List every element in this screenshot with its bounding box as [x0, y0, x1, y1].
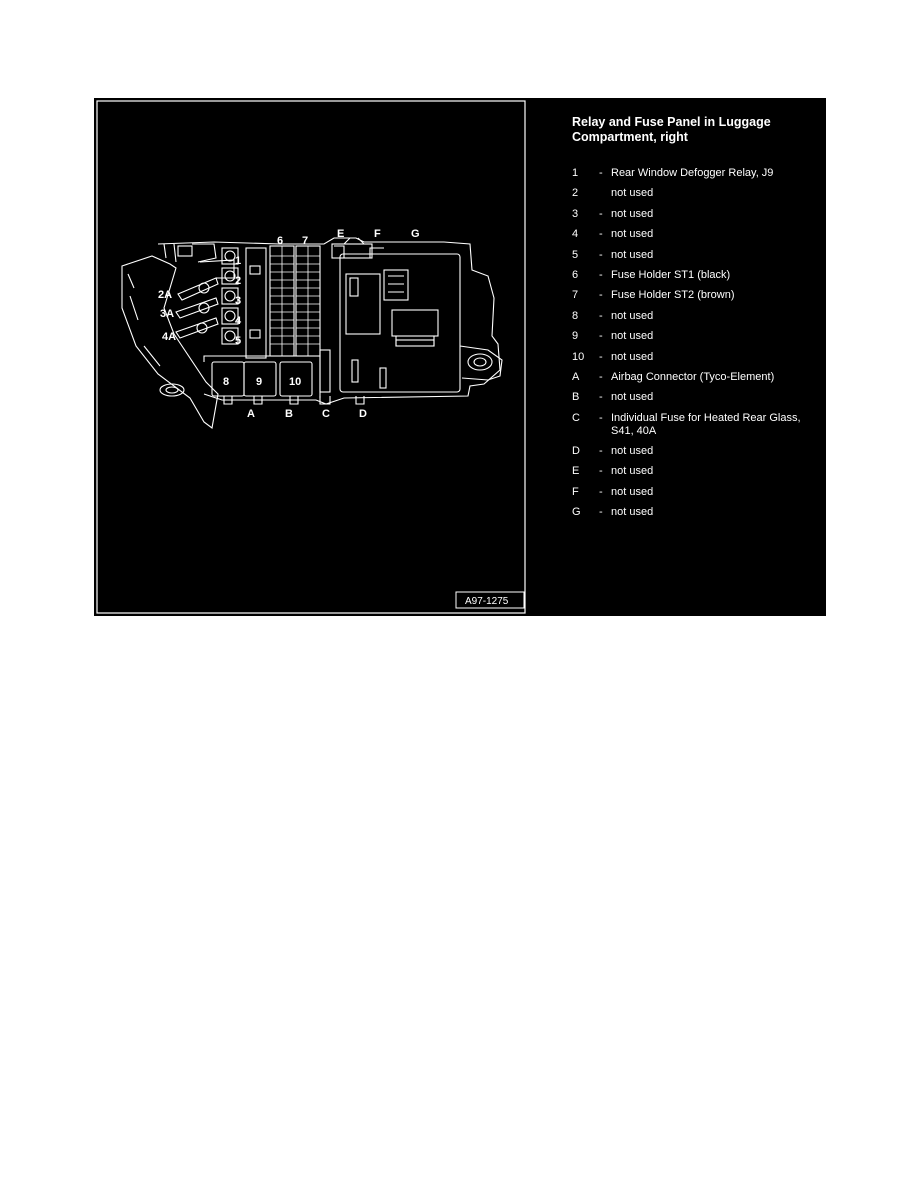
- label-conn-a: A: [247, 408, 255, 420]
- legend-item-key: 1: [572, 167, 579, 179]
- legend-item-key: A: [572, 370, 580, 383]
- legend-item-key: 4: [572, 228, 579, 241]
- label-conn-c: C: [322, 408, 330, 420]
- legend-item-text: Fuse Holder ST2 (brown): [611, 289, 735, 302]
- legend-item-text: not used: [611, 350, 654, 363]
- legend: Relay and Fuse Panel in Luggage Compartm…: [572, 115, 822, 527]
- legend-item: D -not used: [572, 445, 822, 458]
- label-conn-e: E: [337, 228, 344, 240]
- legend-item-key: G: [572, 506, 581, 519]
- legend-item-dash: -: [599, 445, 603, 458]
- legend-title: Relay and Fuse Panel in Luggage Compartm…: [572, 115, 771, 144]
- legend-item-dash: -: [599, 248, 603, 261]
- legend-item-dash: -: [599, 370, 603, 383]
- legend-item: A -Airbag Connector (Tyco-Element): [572, 371, 822, 384]
- label-relay-1: 1: [235, 255, 241, 267]
- legend-item: 5 -not used: [572, 249, 822, 262]
- label-relay-5: 5: [235, 335, 241, 347]
- legend-item-dash: -: [599, 350, 603, 363]
- legend-item: 3 -not used: [572, 208, 822, 221]
- legend-item-text: not used: [611, 228, 654, 241]
- legend-item-text: not used: [611, 445, 654, 458]
- legend-item-dash: -: [599, 411, 603, 424]
- label-fuse-holder-7: 7: [302, 235, 308, 247]
- legend-item-text: not used: [611, 330, 654, 343]
- legend-item-key: 3: [572, 207, 579, 220]
- label-relay-9: 9: [256, 376, 262, 388]
- label-fuse-holder-6: 6: [277, 235, 283, 247]
- label-mount-4a: 4A: [162, 331, 176, 343]
- legend-item-key: F: [572, 485, 579, 498]
- legend-item-dash: -: [599, 289, 603, 302]
- fuse-panel-drawing: [121, 237, 503, 429]
- legend-item-text: not used: [611, 506, 654, 519]
- legend-item-key: 6: [572, 268, 579, 281]
- label-mount-2a: 2A: [158, 289, 172, 301]
- legend-item: 9 -not used: [572, 330, 822, 343]
- label-relay-4: 4: [235, 315, 242, 327]
- legend-item-key: 10: [572, 350, 585, 363]
- legend-item: 6 -Fuse Holder ST1 (black): [572, 269, 822, 282]
- figure-id: A97-1275: [465, 596, 509, 607]
- legend-item: 10 -not used: [572, 351, 822, 364]
- legend-item-text: Individual Fuse for Heated Rear Glass, S…: [611, 411, 801, 437]
- label-relay-8: 8: [223, 376, 229, 388]
- legend-item-dash: -: [599, 330, 603, 343]
- legend-item-dash: -: [599, 207, 603, 220]
- legend-item-text: not used: [611, 207, 654, 220]
- legend-item-dash: [599, 187, 611, 200]
- legend-item-text: Rear Window Defogger Relay, J9: [611, 167, 774, 179]
- legend-item-dash: -: [599, 309, 603, 322]
- legend-item-text: not used: [611, 187, 654, 200]
- legend-item: 8 -not used: [572, 310, 822, 323]
- legend-item: B -not used: [572, 391, 822, 404]
- legend-item-dash: -: [599, 167, 603, 179]
- legend-item: 4 -not used: [572, 228, 822, 241]
- legend-item-text: Airbag Connector (Tyco-Element): [611, 370, 775, 383]
- legend-item-text: not used: [611, 248, 654, 261]
- figure-id-box: [455, 591, 525, 609]
- legend-item: E -not used: [572, 465, 822, 478]
- legend-item-text: not used: [611, 485, 654, 498]
- legend-item-dash: -: [599, 391, 603, 404]
- legend-item-text: not used: [611, 309, 654, 322]
- legend-item: 1 -Rear Window Defogger Relay, J9: [572, 167, 822, 180]
- label-relay-10: 10: [289, 376, 301, 388]
- diagram-frame: [96, 100, 526, 614]
- legend-item-key: 7: [572, 289, 579, 302]
- label-conn-d: D: [359, 408, 367, 420]
- label-relay-2: 2: [235, 275, 241, 287]
- figure-panel: 1 2 3 4 5 2A 3A 4A 6 7 E F G 8 9 10 A B …: [94, 98, 826, 616]
- legend-item-key: 8: [572, 309, 579, 322]
- legend-item-dash: -: [599, 465, 603, 478]
- legend-item-key: C: [572, 411, 580, 424]
- legend-item: G -not used: [572, 506, 822, 519]
- fuse-panel-diagram: 1 2 3 4 5 2A 3A 4A 6 7 E F G 8 9 10 A B …: [96, 100, 526, 614]
- legend-item-text: Fuse Holder ST1 (black): [611, 268, 731, 281]
- label-conn-f: F: [374, 228, 381, 240]
- label-conn-g: G: [411, 228, 420, 240]
- legend-item-key: 5: [572, 248, 579, 261]
- legend-item-dash: -: [599, 268, 603, 281]
- legend-item-dash: -: [599, 506, 603, 519]
- legend-item: 2 not used: [572, 187, 822, 200]
- label-relay-3: 3: [235, 295, 241, 307]
- legend-item-key: E: [572, 465, 580, 478]
- legend-item-text: not used: [611, 391, 654, 404]
- legend-item: F -not used: [572, 486, 822, 499]
- legend-item-key: D: [572, 445, 580, 458]
- legend-item-dash: -: [599, 228, 603, 241]
- legend-item-dash: -: [599, 485, 603, 498]
- legend-item-text: not used: [611, 465, 654, 478]
- label-conn-b: B: [285, 408, 293, 420]
- legend-item: C -Individual Fuse for Heated Rear Glass,…: [572, 412, 822, 438]
- legend-item-key: 2: [572, 187, 579, 200]
- legend-item: 7 -Fuse Holder ST2 (brown): [572, 289, 822, 302]
- legend-item-key: B: [572, 391, 580, 404]
- label-mount-3a: 3A: [160, 308, 174, 320]
- legend-item-key: 9: [572, 330, 579, 343]
